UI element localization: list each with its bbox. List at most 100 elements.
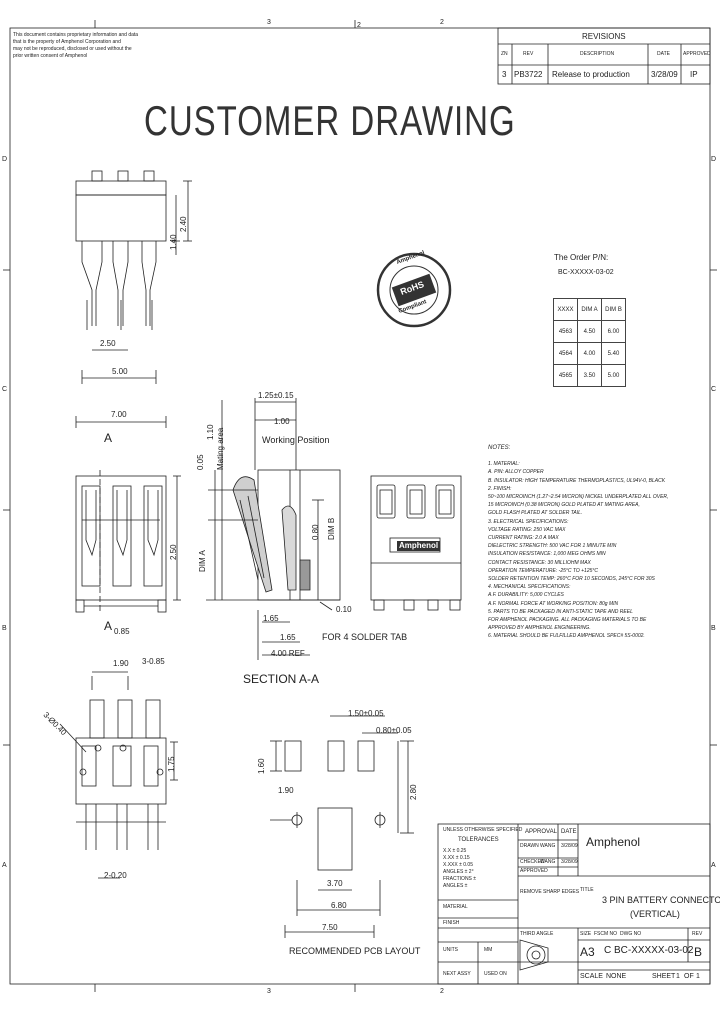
- rev-header-rev: REV: [523, 51, 534, 57]
- note-line: A.F. DURABILITY: 5,000 CYCLES: [488, 592, 564, 599]
- tb-dwg-label: DWG NO: [620, 931, 642, 937]
- rev-header-approved: APPROVED: [683, 51, 711, 57]
- dim-label: 2.50: [100, 339, 116, 348]
- rev-zone: 3: [502, 70, 507, 79]
- notice-line: that is the property of Amphenol Corpora…: [13, 39, 121, 45]
- cfg-cell: 4563: [553, 320, 578, 343]
- border-marker-right: A: [711, 862, 716, 869]
- cfg-cell: 6.00: [601, 320, 626, 343]
- dim-label: 1.00: [274, 417, 290, 426]
- front-view: [75, 416, 181, 613]
- cfg-header: DIM B: [601, 298, 626, 321]
- tb-finish: FINISH: [443, 920, 460, 926]
- tb-used-on: USED ON: [484, 971, 507, 977]
- tb-approval-name: WANG: [540, 859, 556, 865]
- dim-label: 5.00: [112, 367, 128, 376]
- notice-line: may not be reproduced, disclosed or used…: [13, 46, 132, 52]
- cfg-cell: 4565: [553, 364, 578, 387]
- dim-label: 1.40: [169, 234, 178, 250]
- notice-line: This document contains proprietary infor…: [13, 32, 139, 38]
- note-line: APPROVED BY AMPHENOL ENGINEERING.: [488, 625, 591, 632]
- cfg-cell: 4564: [553, 342, 578, 365]
- solder-tab-label: FOR 4 SOLDER TAB: [322, 632, 408, 642]
- note-line: DIELECTRIC STRENGTH: 500 VAC FOR 1 MINUT…: [488, 543, 617, 550]
- pcb-layout: [270, 715, 414, 938]
- dim-label: 2.40: [179, 216, 188, 232]
- note-line: SOLDER RETENTION TEMP: 260°C FOR 10 SECO…: [488, 576, 655, 583]
- dim-label: 1.75: [167, 756, 176, 772]
- border-marker-bottom: 3: [267, 988, 271, 995]
- mating-area-label: Mating area: [216, 427, 225, 470]
- tol-row: ANGLES ±: [443, 883, 468, 889]
- order-pn: BC-XXXXX-03-02: [558, 269, 614, 276]
- note-line: CONTACT RESISTANCE: 30 MILLIOHM MAX: [488, 559, 591, 566]
- section-aa-view: [206, 398, 341, 660]
- tb-company: Amphenol: [586, 835, 641, 849]
- dim-label: 7.50: [322, 923, 338, 932]
- border-marker-right: C: [711, 386, 717, 393]
- border-marker-right: B: [711, 625, 716, 632]
- note-line: 1. MATERIAL:: [488, 461, 520, 468]
- amphenol-body-label: Amphenol: [397, 541, 441, 551]
- dim-label: 1.60: [257, 758, 266, 774]
- rev-header-date: DATE: [657, 51, 670, 57]
- cfg-header: DIM A: [577, 298, 602, 321]
- rev-id: PB3722: [514, 70, 543, 79]
- tb-size: A3: [580, 945, 595, 959]
- tol-row: ANGLES ± 2°: [443, 869, 474, 875]
- tb-approval-role: APPROVED: [520, 868, 548, 874]
- border-marker-top: 3: [267, 19, 271, 26]
- dim-label: 1.10: [206, 424, 215, 440]
- dim-label: 0.80±0.05: [376, 726, 412, 735]
- note-line: OPERATION TEMPERATURE: -25°C TO +125°C: [488, 567, 598, 574]
- note-line: CURRENT RATING: 2.0 A MAX: [488, 535, 559, 542]
- cfg-cell: 5.00: [601, 364, 626, 387]
- tol-row: X.X ± 0.25: [443, 848, 467, 854]
- tb-approval-date: 3/28/09: [561, 843, 578, 849]
- note-line: 3. ELECTRICAL SPECIFICATIONS:: [488, 518, 569, 525]
- note-line: 4. MECHANICAL SPECIFICATIONS:: [488, 584, 571, 591]
- tol-row: X.XX ± 0.15: [443, 855, 470, 861]
- dim-label: 1.65: [280, 633, 296, 642]
- dim-label: 1.25±0.15: [258, 391, 294, 400]
- tb-units: MM: [484, 947, 493, 953]
- border-marker-top: 2: [357, 22, 361, 29]
- border-marker-left: B: [2, 625, 7, 632]
- tb-rev-label: REV: [692, 931, 703, 937]
- note-line: 15 MICROINCH (0.38 MICRON) GOLD PLATED A…: [488, 502, 640, 509]
- tb-tolerance-list: X.X ± 0.25 X.XX ± 0.15 X.XXX ± 0.05 ANGL…: [443, 848, 476, 890]
- cfg-cell: 4.00: [577, 342, 602, 365]
- tb-material: MATERIAL: [443, 904, 468, 910]
- tb-units-label: UNITS: [443, 947, 458, 953]
- tb-title-line2: (VERTICAL): [630, 909, 680, 919]
- dim-a-label: DIM A: [198, 550, 207, 572]
- tb-approval-role: CHECKED: [520, 859, 545, 865]
- tb-scale-label: SCALE: [580, 973, 603, 980]
- tb-approval-head: APPROVAL: [525, 829, 557, 835]
- note-line: INSULATION RESISTANCE: 1,000 MEG OHMS MI…: [488, 551, 606, 558]
- tb-title-label: TITLE: [580, 887, 594, 893]
- tb-fscm-label: FSCM NO: [594, 931, 618, 937]
- rev-approved: IP: [690, 70, 698, 79]
- tb-approval-date: 3/28/09: [561, 859, 578, 865]
- border-marker-left: D: [2, 156, 8, 163]
- tb-remove-burrs: REMOVE SHARP EDGES: [520, 889, 580, 895]
- drawing-title: CUSTOMER DRAWING: [144, 97, 516, 144]
- cfg-header: XXXX: [553, 298, 578, 321]
- revision-table-lines: [497, 27, 711, 85]
- tb-sheet-label: SHEET: [652, 973, 676, 980]
- notice-line: prior written consent of Amphenol: [13, 53, 88, 59]
- dim-label: 0.85: [114, 627, 130, 636]
- cfg-cell: 3.50: [577, 364, 602, 387]
- dim-label: 1.90: [278, 786, 294, 795]
- section-marker-a: A: [104, 431, 113, 445]
- dim-b-label: DIM B: [327, 517, 336, 540]
- working-position-label: Working Position: [262, 435, 330, 445]
- dim-label: 3-0.85: [142, 657, 165, 666]
- dim-label: 7.00: [111, 410, 127, 419]
- dim-label: 4.00 REF: [271, 649, 305, 658]
- tb-angle-label: THIRD ANGLE: [520, 931, 554, 937]
- notes-block: NOTES: 1. MATERIAL: A. PIN: ALLOY COPPER…: [488, 444, 668, 641]
